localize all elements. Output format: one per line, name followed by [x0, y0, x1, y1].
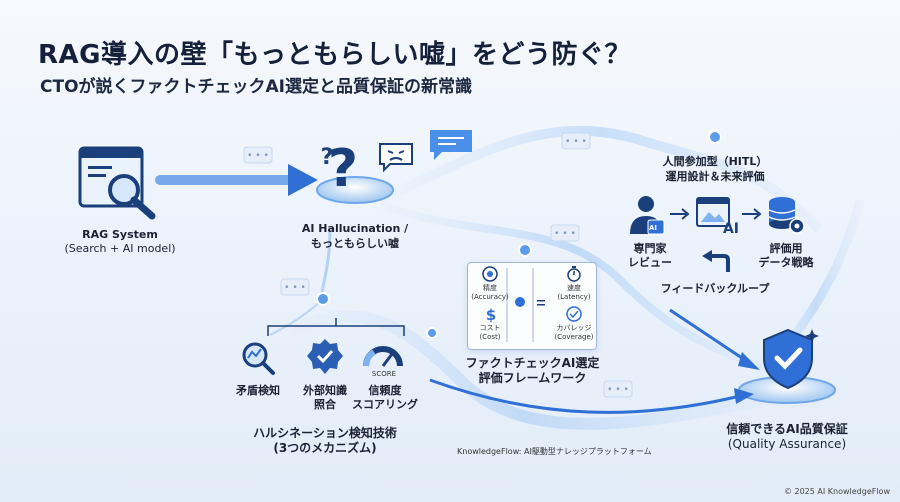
- qa-arrow-bottom: [429, 378, 741, 414]
- svg-text:?: ?: [328, 139, 358, 199]
- expert-ai-badge: AI: [648, 224, 658, 232]
- detection-item-external: 外部知識: [303, 384, 347, 397]
- detection-title: ハルシネーション検知技術: [253, 426, 397, 440]
- hitl-title: 人間参加型（HITL）: [662, 155, 768, 168]
- page-subtitle: CTOが説くファクトチェックAI選定と品質保証の新常識: [40, 77, 473, 97]
- metric-coverage-en: (Coverage): [554, 333, 594, 341]
- rag-search-icon: [78, 146, 156, 220]
- detection-item-confidence: 信頼度: [368, 384, 402, 397]
- node-dot: [708, 130, 722, 144]
- expert-label: 専門家: [633, 242, 667, 255]
- svg-text:• • •: • • •: [554, 229, 576, 239]
- detection-item-external-2: 照合: [314, 398, 336, 411]
- svg-text:• • •: • • •: [565, 137, 587, 147]
- rag-arrow-head: [288, 164, 318, 196]
- qa-arrow-top-head: [738, 352, 760, 370]
- hallucination-label-jp: もっともらしい嘘: [311, 237, 399, 250]
- cost-dollar-icon: $: [486, 306, 496, 324]
- coverage-check-icon: [566, 306, 582, 322]
- page-title: RAG導入の壁「もっともらしい嘘」をどう防ぐ？: [38, 40, 631, 70]
- flow-stream-lower: [287, 310, 762, 430]
- feedback-loop-label: フィードバックループ: [660, 282, 770, 295]
- chat-bubble-icon: • • •: [561, 132, 591, 150]
- score-gauge-icon: [363, 346, 403, 367]
- database-gear-icon: [768, 197, 805, 234]
- qa-arrow-bottom-head: [734, 388, 754, 404]
- hitl-subtitle: 運用設計＆未来評価: [665, 170, 765, 183]
- ai-label: AI: [722, 221, 740, 237]
- metric-accuracy-en: (Accuracy): [471, 293, 509, 301]
- speech-bubble-icon: [430, 130, 472, 160]
- verified-badge-icon: [307, 339, 343, 374]
- detection-item-contradiction: 矛盾検知: [236, 384, 280, 397]
- svg-text:$: $: [486, 306, 496, 324]
- feedback-loop-arrow-icon: [702, 250, 730, 272]
- expert-person-icon: [630, 196, 665, 235]
- chat-bubble-icon: • • •: [280, 278, 310, 296]
- metric-latency-jp: 速度: [567, 284, 581, 292]
- framework-grid: [506, 268, 545, 342]
- metric-cost-en: (Cost): [479, 333, 501, 341]
- detection-item-confidence-2: スコアリング: [352, 398, 418, 411]
- metric-latency-en: (Latency): [557, 293, 591, 301]
- arrow-right-icon: [670, 208, 690, 220]
- qa-label-en: (Quality Assurance): [727, 437, 847, 451]
- copyright-footer: © 2025 AI KnowledgeFlow: [783, 487, 890, 496]
- rag-system-label: RAG System: [82, 228, 158, 241]
- latency-timer-icon: [567, 266, 581, 282]
- metric-accuracy-jp: 精度: [483, 284, 497, 292]
- svg-text:• • •: • • •: [247, 151, 269, 161]
- platform-note: KnowledgeFlow: AI駆動型ナレッジプラットフォーム: [457, 447, 652, 456]
- chat-bubble-icon: • • •: [550, 224, 580, 242]
- shield-check-icon: [763, 328, 819, 390]
- framework-subtitle: 評価フレームワーク: [478, 371, 587, 385]
- qa-label: 信頼できるAI品質保証: [726, 422, 848, 436]
- node-dot: [426, 327, 438, 339]
- data-strategy-label-2: データ戦略: [758, 256, 814, 269]
- detection-bracket: [267, 318, 405, 336]
- metric-cost-jp: コスト: [479, 324, 501, 332]
- confused-face-bubble-icon: [379, 143, 413, 173]
- framework-title: ファクトチェックAI選定: [465, 356, 600, 370]
- svg-text:• • •: • • •: [284, 283, 306, 293]
- flow-stream-middle: [378, 201, 772, 374]
- qa-arrow-top: [669, 308, 749, 364]
- svg-text:?: ?: [321, 145, 334, 170]
- chat-bubble-icon: • • •: [243, 146, 273, 164]
- node-dot: [316, 292, 330, 306]
- data-strategy-label: 評価用: [769, 242, 803, 255]
- svg-text:• • •: • • •: [607, 385, 629, 395]
- flow-stream-upper: [377, 125, 824, 234]
- contradiction-search-icon: [242, 342, 275, 375]
- flow-stream-left: [269, 299, 323, 336]
- chat-bubble-icon: • • •: [603, 380, 633, 398]
- detection-subtitle: (3つのメカニズム): [273, 441, 377, 455]
- metric-coverage-jp: カバレッジ: [556, 324, 592, 332]
- arrow-right-icon: [742, 208, 762, 220]
- expert-label-2: レビュー: [628, 256, 672, 269]
- node-dot: [518, 243, 532, 257]
- accuracy-target-icon: [482, 266, 498, 282]
- score-badge: SCORE: [371, 370, 397, 378]
- question-mark-icon: ? ?: [321, 139, 358, 199]
- hallucination-label: AI Hallucination /: [301, 222, 409, 235]
- rag-system-detail: (Search + AI model): [64, 242, 176, 255]
- hallucination-disc: [316, 176, 394, 204]
- ai-document-icon: [696, 197, 730, 227]
